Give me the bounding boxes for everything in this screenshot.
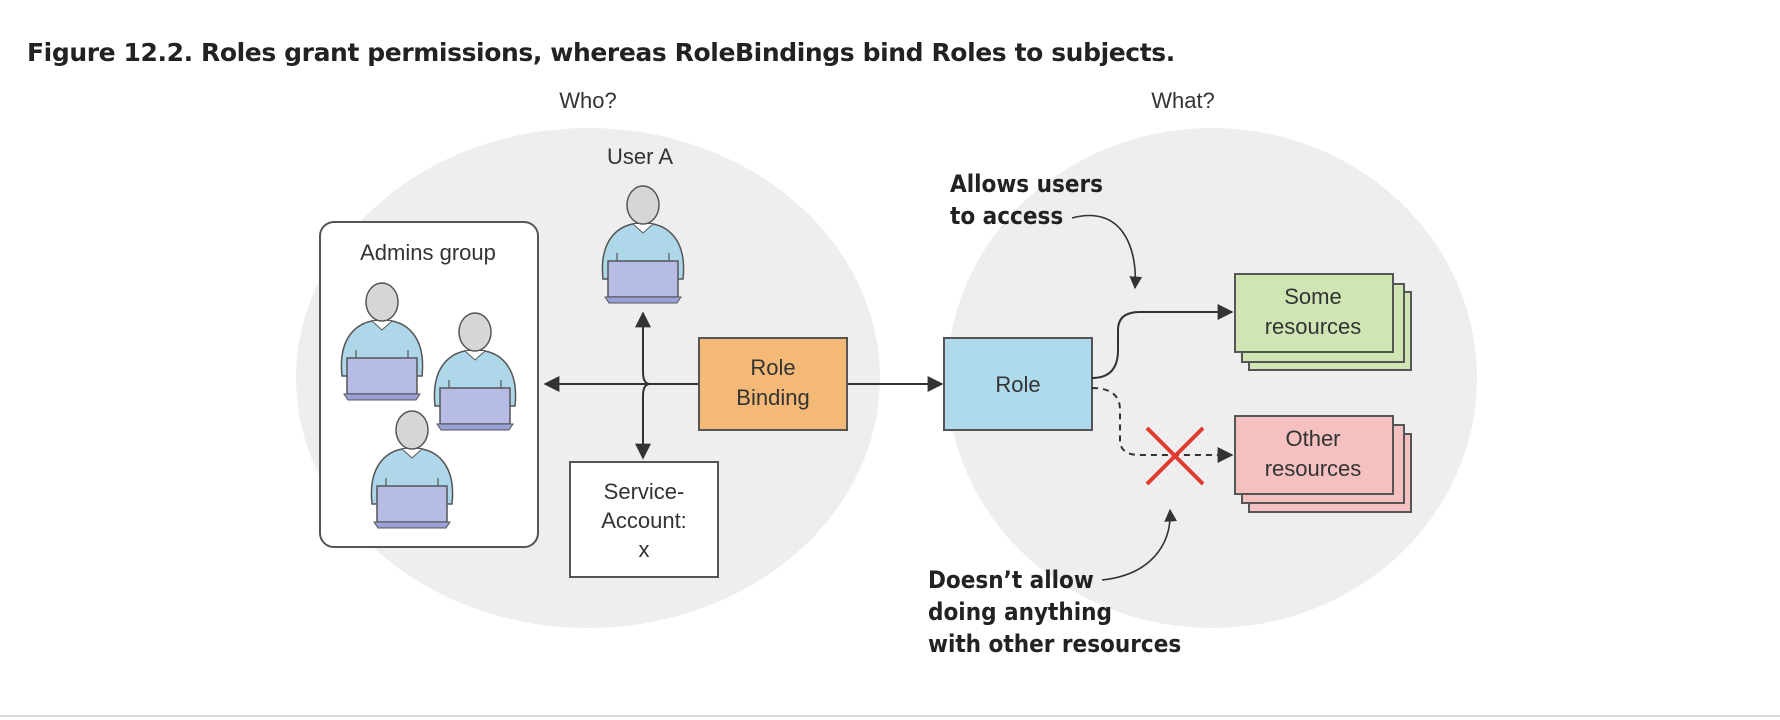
- service-account-label-line2: Account:: [601, 508, 687, 533]
- some-resources-label-line2: resources: [1265, 314, 1362, 339]
- other-resources-label-line1: Other: [1285, 426, 1340, 451]
- role-binding-label-line2: Binding: [736, 385, 809, 410]
- role-label: Role: [995, 372, 1040, 397]
- role-box: [943, 337, 1093, 431]
- what-label: What?: [1151, 88, 1215, 113]
- user-a-label: User A: [607, 144, 673, 169]
- bottom-divider: [0, 715, 1780, 717]
- service-account-box: [569, 461, 719, 578]
- disallows-note-line3: with other resources: [928, 630, 1181, 658]
- other-resources-stack: [1234, 415, 1412, 513]
- binding-to-service-account-arrow: [635, 383, 651, 460]
- other-resources-label-line2: resources: [1265, 456, 1362, 481]
- disallows-note-arrow: [1101, 508, 1178, 581]
- some-resources-label-line1: Some: [1284, 284, 1341, 309]
- service-account-label-line1: Service-: [604, 479, 685, 504]
- allows-note-arrow: [1071, 214, 1143, 290]
- disallows-note-line2: doing anything: [928, 598, 1112, 626]
- allows-note-line2: to access: [950, 202, 1063, 230]
- service-account-label-line3: x: [639, 537, 650, 562]
- role-binding-box: [698, 337, 848, 431]
- disallows-note-line1: Doesn’t allow: [928, 566, 1094, 594]
- figure-title: Figure 12.2. Roles grant permissions, wh…: [27, 38, 1175, 67]
- role-to-other-resources-arrow: [1091, 387, 1234, 463]
- deny-cross-icon: [1145, 426, 1205, 486]
- some-resources-stack: [1234, 273, 1412, 371]
- allows-note-line1: Allows users: [950, 170, 1103, 198]
- role-to-some-resources-arrow: [1091, 304, 1234, 379]
- who-label: Who?: [559, 88, 616, 113]
- admins-group-label: Admins group: [360, 240, 496, 265]
- role-binding-label-line1: Role: [750, 355, 795, 380]
